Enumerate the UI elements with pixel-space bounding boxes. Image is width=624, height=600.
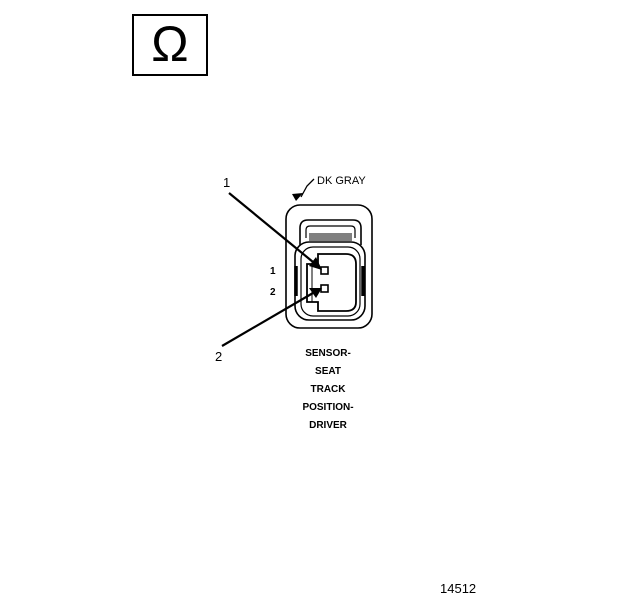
- callout-1-arrow: [309, 257, 322, 270]
- connector-name-line: DRIVER: [309, 420, 348, 431]
- figure-number: 14512: [440, 581, 476, 596]
- connector-name-line: TRACK: [311, 384, 347, 395]
- connector-name-line: POSITION-: [302, 402, 353, 413]
- terminal-block: [306, 253, 357, 312]
- connector-name-line: SEAT: [315, 366, 341, 377]
- callout-1-number: 1: [223, 175, 230, 190]
- connector-color-label: DK GRAY: [317, 175, 366, 187]
- connector-body: [285, 204, 373, 329]
- callout-2-leader: [221, 292, 314, 347]
- pin-1-number: 1: [270, 266, 276, 277]
- pin-2-number: 2: [270, 287, 276, 298]
- color-leader-arrow: [292, 193, 303, 201]
- color-leader-line: [300, 178, 315, 198]
- callout-2-arrow: [309, 288, 322, 298]
- connector-name: SENSOR- SEAT TRACK POSITION- DRIVER: [302, 348, 353, 431]
- connector-housing: [285, 204, 373, 329]
- connector-shell-inner: [300, 246, 361, 317]
- callout-2-number: 2: [215, 349, 222, 364]
- ohm-symbol: Ω: [132, 14, 208, 76]
- callout-1: 1: [223, 175, 322, 270]
- connector-name-line: SENSOR-: [305, 348, 351, 359]
- ohm-symbol-box: [132, 14, 208, 76]
- pin-2-cavity: [320, 284, 329, 293]
- color-callout: DK GRAY: [292, 175, 366, 201]
- connector-latch-inner: [305, 225, 356, 238]
- callout-1-leader: [228, 192, 314, 263]
- pin-1-cavity: [320, 266, 329, 275]
- connector-latch: [299, 219, 362, 245]
- callout-2: 2: [215, 288, 322, 364]
- ohm-icon: Ω: [151, 16, 188, 72]
